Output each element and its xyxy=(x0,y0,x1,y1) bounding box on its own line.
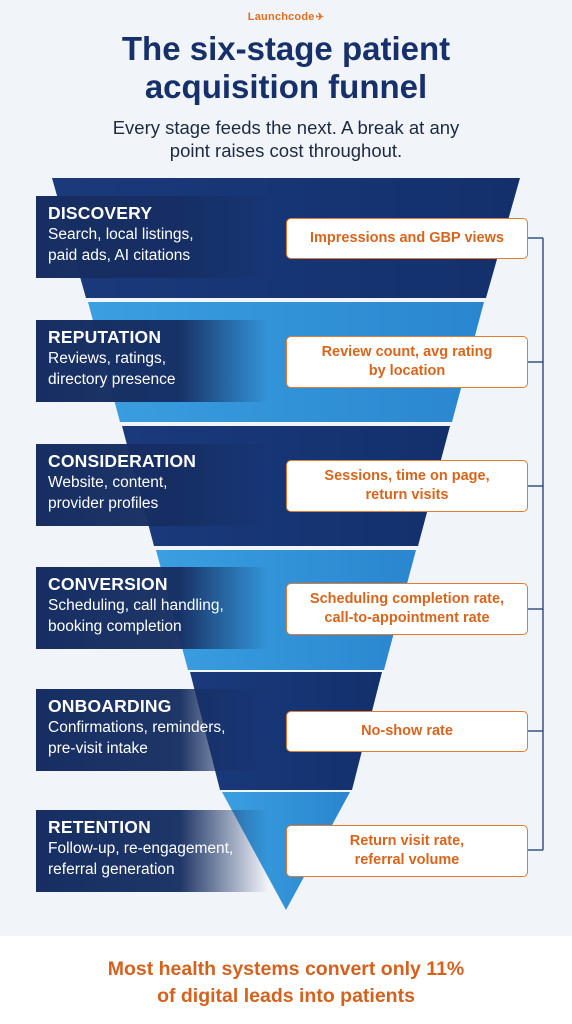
footer-line-1: Most health systems convert only 11% xyxy=(107,958,465,980)
metric-line-2: referral volume xyxy=(354,852,460,868)
footer-line-2: of digital leads into patients xyxy=(157,985,415,1007)
page-title: The six-stage patient acquisition funnel xyxy=(0,30,572,106)
stage-label-onboarding: ONBOARDING Confirmations, reminders, pre… xyxy=(36,689,268,771)
metric-box-onboarding: No-show rate xyxy=(286,711,528,752)
stage-label-retention: RETENTION Follow-up, re-engagement, refe… xyxy=(36,810,268,892)
metric-line-1: Review count, avg rating xyxy=(321,344,493,360)
stage-description-line-1: Scheduling, call handling, xyxy=(48,597,224,614)
stage-label-reputation: REPUTATION Reviews, ratings, directory p… xyxy=(36,320,268,402)
metric-line-1: No-show rate xyxy=(361,723,453,739)
stage-label-consideration: CONSIDERATION Website, content, provider… xyxy=(36,444,268,526)
footer-callout: Most health systems convert only 11% of … xyxy=(0,936,572,1024)
metric-line-1: Sessions, time on page, xyxy=(324,468,490,484)
stage-name: REPUTATION xyxy=(48,327,162,347)
metric-line-2: call-to-appointment rate xyxy=(324,610,490,626)
stage-description-line-1: Reviews, ratings, xyxy=(48,350,167,367)
subtitle-line-2: point raises cost throughout. xyxy=(169,140,403,161)
footer-statistic: Most health systems convert only 11% of … xyxy=(0,956,572,1010)
stage-description-line-2: paid ads, AI citations xyxy=(48,247,191,264)
metric-line-2: return visits xyxy=(365,487,449,503)
title-line-1: The six-stage patient xyxy=(121,30,451,67)
stage-description-line-1: Confirmations, reminders, xyxy=(48,719,226,736)
metric-box-conversion: Scheduling completion rate, call-to-appo… xyxy=(286,583,528,635)
stage-description-line-2: booking completion xyxy=(48,618,182,635)
metric-box-reputation: Review count, avg rating by location xyxy=(286,336,528,388)
stage-description-line-2: provider profiles xyxy=(48,495,159,512)
page-subtitle: Every stage feeds the next. A break at a… xyxy=(40,116,532,162)
metric-box-consideration: Sessions, time on page, return visits xyxy=(286,460,528,512)
brand-logo: Launchcode✈ xyxy=(0,11,572,23)
brand-name: Launchcode xyxy=(247,11,315,23)
stage-label-discovery: DISCOVERY Search, local listings, paid a… xyxy=(36,196,268,278)
stage-description-line-2: referral generation xyxy=(48,861,175,878)
stage-description-line-2: directory presence xyxy=(48,371,176,388)
metric-line-1: Return visit rate, xyxy=(349,833,465,849)
stage-name: ONBOARDING xyxy=(48,696,172,716)
stage-name: RETENTION xyxy=(48,817,151,837)
metric-box-discovery: Impressions and GBP views xyxy=(286,218,528,259)
stage-description-line-1: Search, local listings, xyxy=(48,226,194,243)
metric-line-1: Impressions and GBP views xyxy=(310,230,504,246)
metric-line-1: Scheduling completion rate, xyxy=(309,591,505,607)
plane-icon: ✈ xyxy=(315,12,325,23)
stage-description-line-1: Follow-up, re-engagement, xyxy=(48,840,234,857)
stage-name: CONSIDERATION xyxy=(48,451,197,471)
stage-name: CONVERSION xyxy=(48,574,168,594)
stage-label-conversion: CONVERSION Scheduling, call handling, bo… xyxy=(36,567,268,649)
stage-description-line-2: pre-visit intake xyxy=(48,740,148,757)
title-line-2: acquisition funnel xyxy=(144,68,428,105)
metric-line-2: by location xyxy=(368,363,446,379)
subtitle-line-1: Every stage feeds the next. A break at a… xyxy=(112,117,460,138)
stage-name: DISCOVERY xyxy=(48,203,153,223)
metric-box-retention: Return visit rate, referral volume xyxy=(286,825,528,877)
stage-description-line-1: Website, content, xyxy=(48,474,168,491)
